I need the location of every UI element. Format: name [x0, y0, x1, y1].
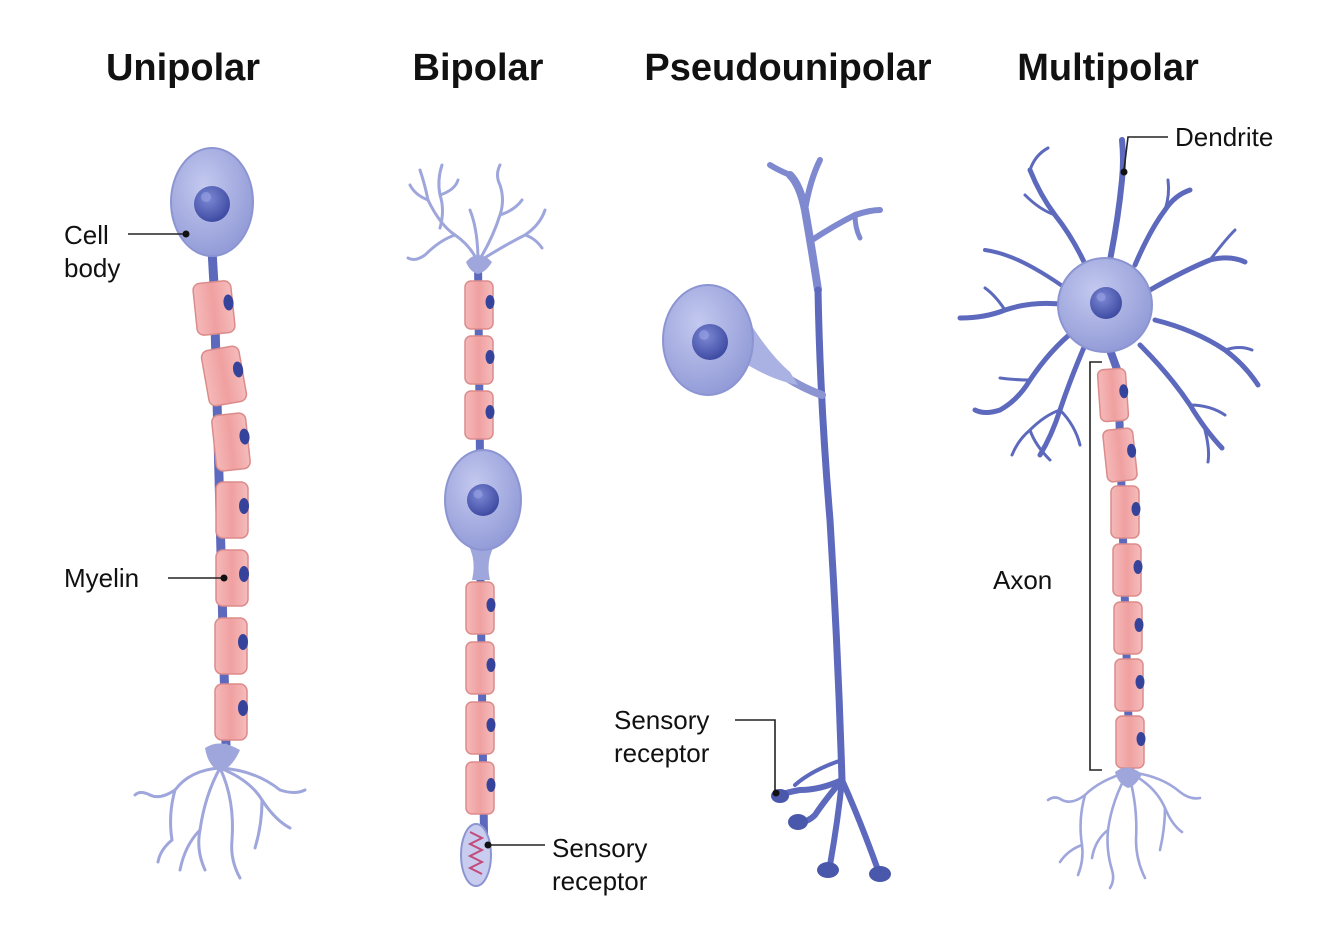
pseudounipolar-nucleus [692, 324, 728, 360]
unipolar-myelin-segments [192, 280, 251, 741]
multipolar-neuron [957, 137, 1261, 890]
title-pseudounipolar: Pseudounipolar [644, 47, 931, 89]
label-dendrite: Dendrite [1175, 122, 1273, 152]
pointer-pseudo-sensory [772, 789, 780, 797]
label-cell-body-line1: Cell [64, 220, 109, 250]
pseudounipolar-neuron [662, 157, 891, 882]
axon-bracket [1089, 361, 1102, 771]
pseudounipolar-sensory-endings [777, 758, 881, 873]
bipolar-upper-myelin [464, 280, 495, 440]
pointer-bipolar-sensory [484, 841, 492, 849]
title-bipolar: Bipolar [413, 47, 544, 89]
multipolar-nucleus [1090, 287, 1122, 319]
bipolar-sensory-receptor [460, 823, 492, 887]
bipolar-neuron [406, 163, 547, 887]
multipolar-dendrites [957, 137, 1261, 464]
leader-pseudo-sensory [735, 719, 776, 790]
title-multipolar: Multipolar [1017, 47, 1199, 89]
pointer-dendrite [1120, 168, 1128, 176]
title-unipolar: Unipolar [106, 47, 260, 89]
pointer-cell-body [182, 230, 190, 238]
label-cell-body-line2: body [64, 253, 120, 283]
multipolar-axon-terminals [1046, 770, 1202, 890]
label-pseudo-sensory-line1: Sensory [614, 705, 709, 735]
multipolar-myelin-segments [1096, 367, 1146, 769]
unipolar-neuron [133, 147, 307, 880]
label-axon: Axon [993, 565, 1052, 595]
leader-dendrite [1123, 136, 1168, 171]
label-myelin: Myelin [64, 563, 139, 593]
bipolar-lower-myelin [465, 581, 496, 815]
label-bipolar-sensory-line2: receptor [552, 866, 648, 896]
label-pseudo-sensory-line2: receptor [614, 738, 710, 768]
pointer-myelin [220, 574, 228, 582]
bipolar-nucleus [467, 484, 499, 516]
unipolar-nucleus [194, 186, 230, 222]
label-bipolar-sensory-line1: Sensory [552, 833, 647, 863]
bipolar-dendrites [406, 163, 547, 264]
